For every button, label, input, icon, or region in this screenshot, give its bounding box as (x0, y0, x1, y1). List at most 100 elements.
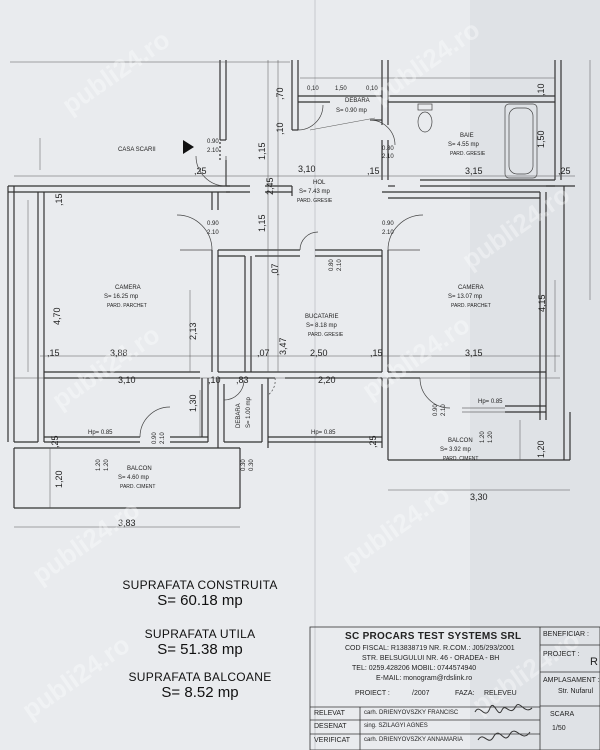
svg-text:1,15: 1,15 (257, 214, 267, 232)
company-name: SC PROCARS TEST SYSTEMS SRL (345, 631, 522, 642)
casa-scarii-label: CASA SCARII (118, 147, 156, 153)
svg-text:0.30: 0.30 (241, 459, 247, 471)
svg-text:,15: ,15 (367, 166, 380, 176)
dimension-labels: 0,10 1,50 0,10 ,70 ,10 1,15 2,45 1,15 3,… (47, 83, 571, 528)
svg-text:1.20: 1.20 (96, 459, 102, 471)
svg-text:4,70: 4,70 (52, 307, 62, 325)
svg-text:2,50: 2,50 (310, 348, 328, 358)
bucatarie-floor: PARD. GRESIE (308, 332, 344, 338)
signature (474, 704, 533, 741)
bucatarie-area: S= 8.18 mp (306, 323, 338, 329)
faza-label: FAZA: (455, 690, 475, 697)
desenat-name: sing. SZILAGYI AGNES (364, 723, 428, 729)
baie-name: BAIE (460, 133, 474, 139)
summary-balcoane: SUPRAFATA BALCOANE S= 8.52 mp (110, 670, 290, 701)
svg-text:3,15: 3,15 (465, 166, 483, 176)
svg-text:0.80: 0.80 (329, 259, 335, 271)
balcoane-label: SUPRAFATA BALCOANE (128, 670, 272, 684)
svg-text:,10: ,10 (208, 375, 221, 385)
svg-text:,10: ,10 (536, 83, 546, 96)
baie-area: S= 4.55 mp (448, 142, 480, 148)
svg-text:,70: ,70 (275, 87, 285, 100)
svg-text:2,13: 2,13 (188, 322, 198, 340)
svg-text:,25: ,25 (194, 166, 207, 176)
hol-area: S= 7.43 mp (299, 189, 331, 195)
svg-text:1,50: 1,50 (335, 86, 347, 92)
svg-text:,25: ,25 (50, 435, 60, 448)
balcon-left-name: BALCON (127, 466, 152, 472)
svg-text:0.90: 0.90 (207, 221, 219, 227)
debara-small-area: S= 1.00 mp (246, 396, 252, 428)
svg-text:0.80: 0.80 (382, 146, 394, 152)
construita-label: SUPRAFATA CONSTRUITA (122, 578, 278, 592)
svg-text:,25: ,25 (558, 166, 571, 176)
company-line4: E-MAIL: monogram@rdslink.ro (376, 675, 473, 682)
svg-text:,10: ,10 (275, 122, 285, 135)
utila-value: S= 51.38 mp (157, 641, 243, 658)
svg-text:3,47: 3,47 (278, 337, 288, 355)
relevat-label: RELEVAT (314, 710, 345, 717)
camera-right-floor: PARD. PARCHET (451, 303, 491, 309)
svg-text:4,15: 4,15 (537, 294, 547, 312)
svg-text:3,88: 3,88 (110, 348, 128, 358)
svg-text:3,10: 3,10 (118, 375, 136, 385)
svg-text:1,20: 1,20 (54, 470, 64, 488)
verificat-label: VERIFICAT (314, 737, 351, 744)
svg-text:,07: ,07 (270, 263, 280, 276)
stair-arrow-icon (183, 140, 194, 154)
bucatarie-name: BUCATARIE (305, 314, 338, 320)
svg-text:,25: ,25 (368, 435, 378, 448)
svg-text:1,30: 1,30 (188, 394, 198, 412)
hol-name: HOL (313, 180, 326, 186)
company-line1: COD FISCAL: R13838719 NR. R.COM.: J05/29… (345, 645, 515, 652)
svg-text:2.10: 2.10 (207, 230, 219, 236)
svg-text:,15: ,15 (47, 348, 60, 358)
svg-text:2.10: 2.10 (441, 404, 447, 416)
svg-text:0,10: 0,10 (366, 86, 378, 92)
svg-text:Hp= 0.85: Hp= 0.85 (478, 399, 503, 405)
camera-left-name: CAMERA (115, 285, 141, 291)
summary-construita: SUPRAFATA CONSTRUITA S= 60.18 mp (110, 578, 290, 609)
dimension-lines (10, 60, 591, 528)
relevat-name: carh. DRIENYOVSZKY FRANCISC (364, 710, 459, 716)
scara-value: 1/50 (552, 725, 566, 732)
svg-text:1,20: 1,20 (536, 440, 546, 458)
utila-label: SUPRAFATA UTILA (144, 627, 256, 641)
balcon-right-floor: PARD. CIMENT (443, 456, 478, 462)
svg-text:3,10: 3,10 (298, 164, 316, 174)
amplasament-value: Str. Nufarul (558, 688, 594, 695)
company-line2: STR. BELSUGULUI NR. 46 - ORADEA - BH (362, 655, 500, 662)
balcon-left-area: S= 4.60 mp (118, 475, 150, 481)
camera-left-area: S= 16.25 mp (104, 294, 139, 300)
svg-text:2,45: 2,45 (265, 177, 275, 195)
beneficiar-label: BENEFICIAR : (543, 631, 589, 638)
svg-text:2,20: 2,20 (318, 375, 336, 385)
svg-text:,15: ,15 (370, 348, 383, 358)
svg-text:1.20: 1.20 (488, 431, 494, 443)
project-letter: R (590, 656, 598, 668)
svg-text:2.10: 2.10 (382, 230, 394, 236)
svg-text:0,10: 0,10 (307, 86, 319, 92)
walls (7, 60, 575, 509)
scara-label: SCARA (550, 711, 575, 718)
proiect-label: PROIECT : (355, 690, 390, 697)
summary-utila: SUPRAFATA UTILA S= 51.38 mp (110, 627, 290, 658)
svg-text:0.90: 0.90 (207, 139, 219, 145)
balcon-right-name: BALCON (448, 438, 473, 444)
camera-right-name: CAMERA (458, 285, 484, 291)
title-block-frame (309, 626, 600, 750)
proiect-value: /2007 (412, 690, 430, 697)
baie-floor: PARD. GRESIE (450, 151, 486, 157)
svg-text:0.90: 0.90 (152, 432, 158, 444)
svg-text:1.20: 1.20 (104, 459, 110, 471)
svg-text:2.10: 2.10 (382, 154, 394, 160)
svg-text:3,83: 3,83 (118, 518, 136, 528)
svg-text:0.90: 0.90 (382, 221, 394, 227)
svg-text:1,50: 1,50 (536, 130, 546, 148)
debara-small-name: DEBARA (236, 403, 242, 428)
svg-text:0.30: 0.30 (249, 459, 255, 471)
svg-text:0.90: 0.90 (433, 404, 439, 416)
door-swings (139, 104, 451, 438)
svg-text:3,30: 3,30 (470, 492, 488, 502)
